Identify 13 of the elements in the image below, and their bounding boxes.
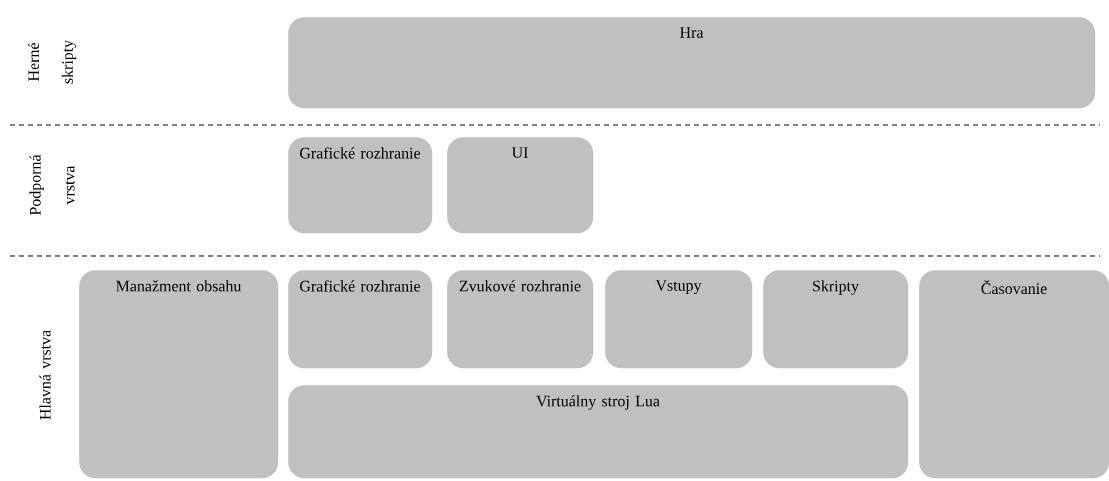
- module-box: Skripty: [763, 270, 909, 369]
- module-box: Časovanie: [919, 270, 1109, 479]
- module-box: Hra: [288, 17, 1096, 109]
- layer-label: Herné skripty: [27, 39, 77, 84]
- layer-label: Hlavná vrstva: [39, 330, 51, 420]
- module-box: Zvukové rozhranie: [447, 270, 594, 369]
- module-box: Grafické rozhranie: [288, 137, 433, 234]
- layer-label: Podporná vrstva: [29, 154, 75, 216]
- module-box: Vstupy: [605, 270, 753, 369]
- module-box: Manažment obsahu: [79, 270, 279, 479]
- module-box: Virtuálny stroj Lua: [288, 385, 909, 479]
- module-box: UI: [447, 137, 594, 234]
- module-box: Grafické rozhranie: [288, 270, 433, 369]
